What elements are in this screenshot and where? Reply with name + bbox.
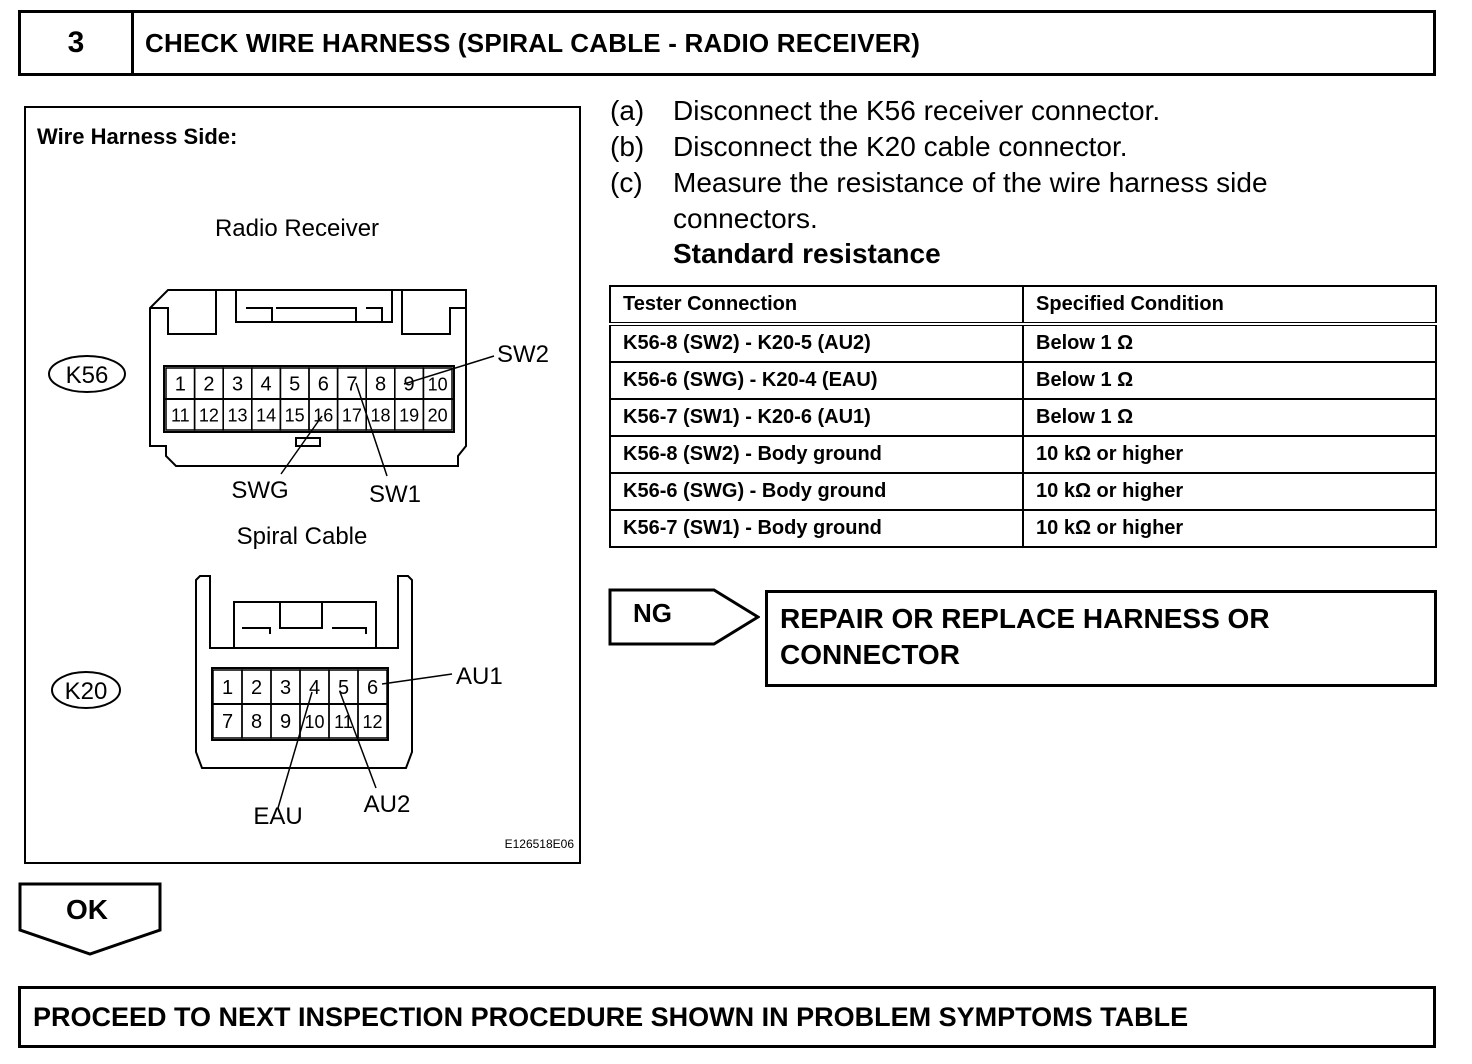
- ng-arrow-icon: [608, 588, 760, 646]
- k20-pin-number: 12: [362, 712, 382, 732]
- table-cell-connection: K56-8 (SW2) - Body ground: [608, 435, 1025, 474]
- k56-pin-number: 7: [346, 374, 357, 396]
- ng-result-box: REPAIR OR REPLACE HARNESS OR CONNECTOR: [765, 590, 1437, 687]
- instruction-c-text-line1: Measure the resistance of the wire harne…: [673, 167, 1268, 198]
- k56-pin-number: 11: [171, 406, 190, 426]
- au1-label: AU1: [456, 663, 503, 690]
- ng-result-line2: CONNECTOR: [780, 639, 960, 670]
- table-cell-condition: 10 kΩ or higher: [1022, 472, 1437, 511]
- table-row: K56-6 (SWG) - Body ground 10 kΩ or highe…: [608, 472, 1437, 511]
- next-step-text: PROCEED TO NEXT INSPECTION PROCEDURE SHO…: [33, 1001, 1189, 1032]
- k56-tag: K56: [66, 362, 109, 389]
- k56-pin-number: 5: [289, 374, 300, 396]
- k20-pin-number: 9: [280, 711, 291, 733]
- table-row: K56-6 (SWG) - K20-4 (EAU) Below 1 Ω: [608, 361, 1437, 400]
- table-row: K56-8 (SW2) - K20-5 (AU2) Below 1 Ω: [608, 323, 1437, 363]
- table-cell-connection: K56-6 (SWG) - K20-4 (EAU): [608, 361, 1025, 400]
- k20-pin-number: 4: [309, 677, 320, 699]
- k56-pin-number: 15: [285, 406, 305, 426]
- table-header-connection: Tester Connection: [608, 285, 1025, 326]
- receiver-label: Radio Receiver: [215, 215, 379, 242]
- table-cell-condition: Below 1 Ω: [1022, 398, 1437, 437]
- table-row: K56-7 (SW1) - Body ground 10 kΩ or highe…: [608, 509, 1437, 548]
- instruction-b-label: (b): [610, 131, 645, 162]
- k20-pin-number: 10: [304, 712, 324, 732]
- step-title: CHECK WIRE HARNESS (SPIRAL CABLE - RADIO…: [145, 27, 921, 58]
- sw2-label: SW2: [497, 341, 549, 368]
- ng-label: NG: [633, 598, 672, 628]
- instruction-b-text: Disconnect the K20 cable connector.: [673, 131, 1128, 162]
- k56-pin-number: 4: [261, 374, 272, 396]
- k20-tag: K20: [65, 678, 108, 705]
- table-cell-connection: K56-6 (SWG) - Body ground: [608, 472, 1025, 511]
- ok-label: OK: [66, 894, 108, 925]
- k56-pin-number: 12: [199, 406, 219, 426]
- k20-pin-cell: [357, 703, 388, 739]
- step-number: 3: [21, 13, 134, 73]
- table-cell-condition: Below 1 Ω: [1022, 323, 1437, 363]
- ng-result-line1: REPAIR OR REPLACE HARNESS OR: [780, 603, 1270, 634]
- k56-pin-number: 8: [375, 374, 386, 396]
- k56-pin-number: 10: [428, 375, 448, 395]
- table-cell-connection: K56-8 (SW2) - K20-5 (AU2): [608, 323, 1025, 363]
- k56-connector-body: [149, 289, 467, 467]
- k20-pin-number: 2: [251, 677, 262, 699]
- eau-label: EAU: [253, 803, 302, 830]
- k56-pin-number: 20: [428, 406, 448, 426]
- k20-pin-number: 11: [334, 712, 353, 732]
- k56-pin-number: 13: [227, 406, 247, 426]
- instruction-c-label: (c): [610, 167, 643, 198]
- swg-label: SWG: [231, 477, 288, 504]
- k20-pin-number: 5: [338, 677, 349, 699]
- table-header-condition: Specified Condition: [1022, 285, 1437, 326]
- k20-pin-number: 6: [367, 677, 378, 699]
- table-row: K56-8 (SW2) - Body ground 10 kΩ or highe…: [608, 435, 1437, 474]
- standard-resistance-title: Standard resistance: [673, 238, 941, 269]
- k56-pin-number: 2: [203, 374, 214, 396]
- k56-pin-number: 17: [342, 406, 362, 426]
- k56-pin-number: 18: [370, 406, 390, 426]
- k20-pin-number: 7: [222, 711, 233, 733]
- k56-pin-number: 16: [313, 406, 333, 426]
- k20-pin-number: 1: [222, 677, 233, 699]
- k56-pin-number: 9: [404, 374, 415, 396]
- k56-pin-number: 1: [175, 374, 186, 396]
- k20-lead-lines: [277, 673, 453, 809]
- diagram-heading: Wire Harness Side:: [37, 124, 237, 149]
- k56-pin-cell: [422, 398, 453, 431]
- k56-pin-number: 6: [318, 374, 329, 396]
- next-step-box: PROCEED TO NEXT INSPECTION PROCEDURE SHO…: [18, 986, 1436, 1048]
- resistance-table: Tester Connection Specified Condition K5…: [608, 285, 1437, 548]
- instruction-c-text-line2: connectors.: [673, 203, 818, 234]
- au2-label: AU2: [364, 791, 411, 818]
- k56-pin-number: 14: [256, 406, 276, 426]
- table-cell-condition: 10 kΩ or higher: [1022, 435, 1437, 474]
- k56-lead-lines: [280, 355, 495, 477]
- table-row: K56-7 (SW1) - K20-6 (AU1) Below 1 Ω: [608, 398, 1437, 437]
- table-header-row: Tester Connection Specified Condition: [608, 285, 1437, 326]
- figure-code: E126518E06: [505, 837, 575, 851]
- table-cell-condition: 10 kΩ or higher: [1022, 509, 1437, 548]
- k20-connector-body: [195, 575, 413, 769]
- step-header: 3 CHECK WIRE HARNESS (SPIRAL CABLE - RAD…: [18, 10, 1436, 76]
- k20-connector-tag: K20: [51, 671, 121, 709]
- k56-pin-number: 19: [399, 406, 419, 426]
- ok-arrow-icon: [18, 882, 162, 956]
- k56-connector-tag: K56: [48, 355, 126, 393]
- k20-pin-number: 3: [280, 677, 291, 699]
- k20-pin-number: 8: [251, 711, 262, 733]
- sw1-label: SW1: [369, 481, 421, 508]
- instruction-a-label: (a): [610, 95, 645, 126]
- instruction-a-text: Disconnect the K56 receiver connector.: [673, 95, 1161, 126]
- table-cell-condition: Below 1 Ω: [1022, 361, 1437, 400]
- table-cell-connection: K56-7 (SW1) - Body ground: [608, 509, 1025, 548]
- table-cell-connection: K56-7 (SW1) - K20-6 (AU1): [608, 398, 1025, 437]
- k56-pin-number: 3: [232, 374, 243, 396]
- spiral-cable-label: Spiral Cable: [237, 523, 368, 550]
